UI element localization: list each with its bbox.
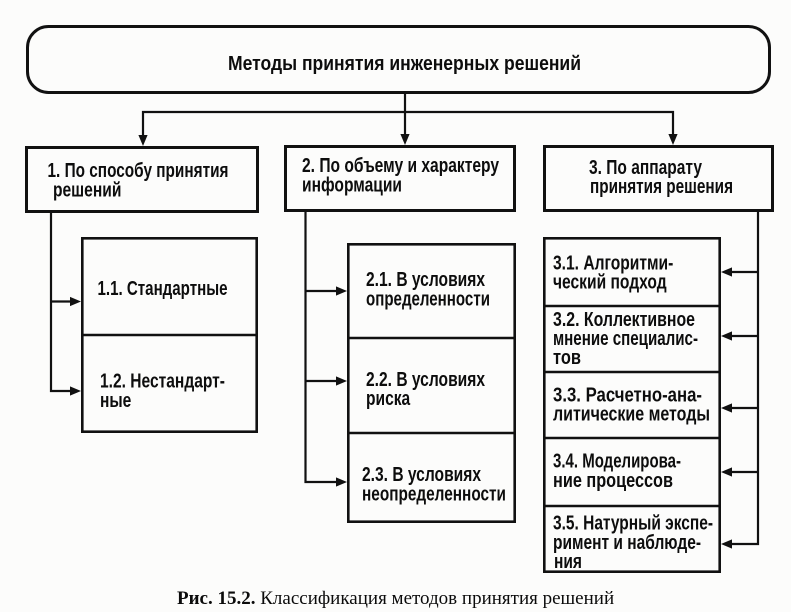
svg-text:2.1. В условиях: 2.1. В условиях <box>366 269 485 291</box>
svg-text:информации: информации <box>302 175 402 197</box>
svg-text:3.3. Расчетно-ана-: 3.3. Расчетно-ана- <box>553 385 702 407</box>
svg-text:риска: риска <box>366 388 411 410</box>
svg-text:Рис. 15.2. Классификация метод: Рис. 15.2. Классификация методов приняти… <box>177 588 614 609</box>
svg-text:ные: ные <box>100 390 131 412</box>
svg-text:неопределенности: неопределенности <box>362 484 506 506</box>
svg-text:1.2. Нестандарт-: 1.2. Нестандарт- <box>100 371 225 393</box>
svg-text:2.2. В условиях: 2.2. В условиях <box>366 369 485 391</box>
svg-text:римент и наблюде-: римент и наблюде- <box>553 532 701 554</box>
svg-text:3.4. Моделирова-: 3.4. Моделирова- <box>553 451 681 473</box>
svg-text:3.5. Натурный экспе-: 3.5. Натурный экспе- <box>553 513 713 535</box>
svg-text:принятия решения: принятия решения <box>590 176 733 198</box>
svg-text:1. По способу принятия: 1. По способу принятия <box>48 160 229 182</box>
svg-text:2.3. В условиях: 2.3. В условиях <box>362 464 481 486</box>
svg-text:литические методы: литические методы <box>553 404 710 426</box>
svg-text:3. По аппарату: 3. По аппарату <box>589 157 703 179</box>
svg-text:3.1. Алгоритми-: 3.1. Алгоритми- <box>553 253 673 275</box>
svg-text:определенности: определенности <box>366 289 490 311</box>
svg-text:Методы принятия инженерных реш: Методы принятия инженерных решений <box>228 53 581 75</box>
svg-text:ние процессов: ние процессов <box>553 470 673 492</box>
svg-text:тов: тов <box>553 347 581 369</box>
svg-text:решений: решений <box>53 180 121 202</box>
svg-text:1.1. Стандартные: 1.1. Стандартные <box>98 278 228 300</box>
svg-text:ния: ния <box>554 551 582 573</box>
svg-text:3.2. Коллективное: 3.2. Коллективное <box>553 309 695 331</box>
svg-text:ческий подход: ческий подход <box>553 272 667 294</box>
svg-text:мнение специалис-: мнение специалис- <box>553 328 698 350</box>
svg-text:2. По объему и характеру: 2. По объему и характеру <box>302 155 500 177</box>
